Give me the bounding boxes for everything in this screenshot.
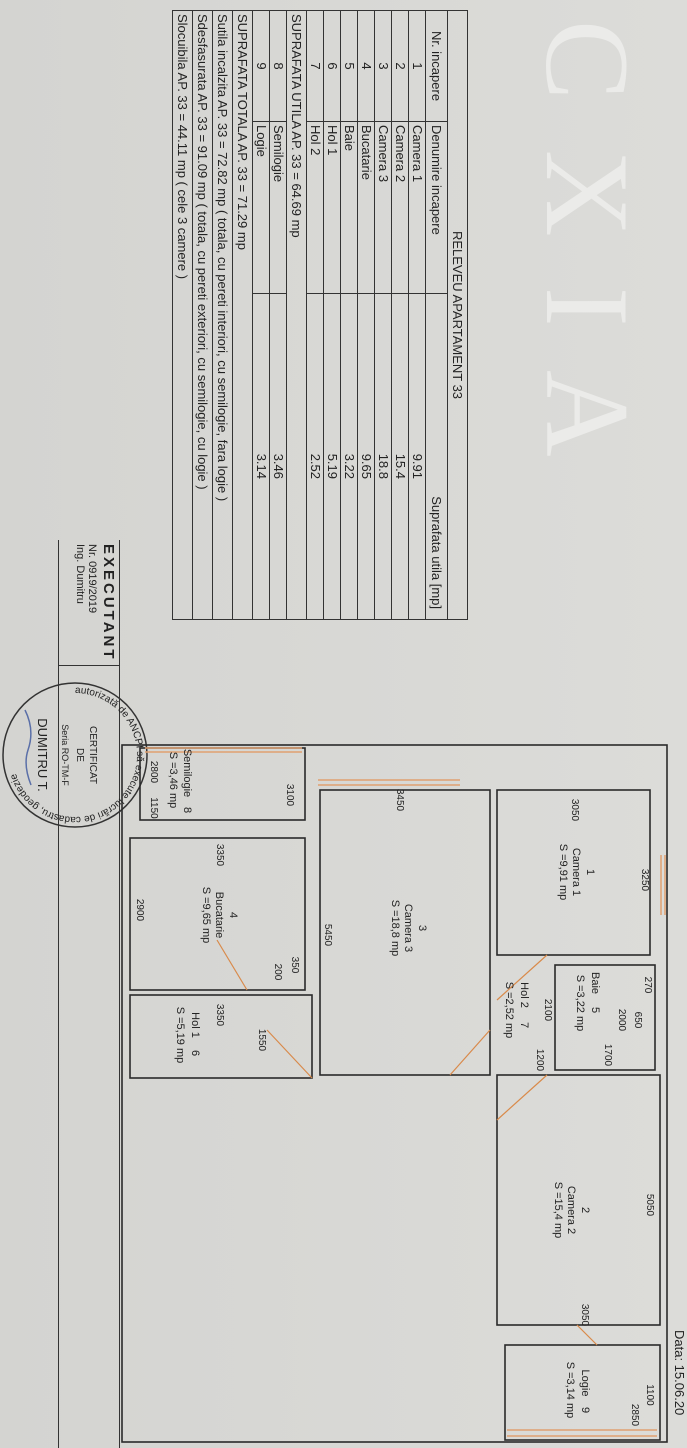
dimension-label: 2900 <box>134 899 145 922</box>
dimensions: 3050 3250 270 650 2000 1700 2100 1200 50… <box>134 761 655 1427</box>
stamp-certificat: CERTIFICAT <box>87 726 98 784</box>
room-name: Hol 1 <box>189 1012 201 1038</box>
room-camera-2 <box>496 1074 661 1326</box>
room-camera-1 <box>496 789 651 956</box>
dimension-label: 5050 <box>644 1194 655 1217</box>
dimension-label: 1700 <box>602 1044 613 1067</box>
room-name: Bucatarie <box>213 892 225 938</box>
room-num: 7 <box>518 1022 530 1028</box>
dimension-label: 650 <box>632 1012 643 1029</box>
room-camera-3 <box>319 789 491 1076</box>
dimension-label: 1200 <box>534 1049 545 1072</box>
room-num: 8 <box>181 807 193 813</box>
dimension-label: 1150 <box>148 797 159 819</box>
room-area: S =18,8 mp <box>389 900 401 957</box>
dimension-label: 3350 <box>214 1004 225 1027</box>
dimension-label: 3050 <box>579 1304 590 1327</box>
dimension-label: 2100 <box>542 999 553 1022</box>
stamp-series: Seria RO-TM-F <box>60 724 70 786</box>
dimension-label: 3350 <box>214 844 225 867</box>
room-baie <box>554 964 656 1071</box>
room-name: Camera 2 <box>565 1186 577 1234</box>
dimension-label: 3100 <box>284 784 295 807</box>
room-logie <box>504 1344 661 1441</box>
dimension-label: 200 <box>272 964 283 981</box>
room-area: S =3,46 mp <box>167 752 179 809</box>
room-num: 3 <box>416 925 428 931</box>
room-area: S =5,19 mp <box>174 1007 186 1064</box>
room-hol-1 <box>129 994 313 1079</box>
room-num: 2 <box>579 1207 591 1213</box>
room-num: 1 <box>584 869 596 875</box>
room-bucatarie <box>129 837 306 991</box>
stamp-de: DE <box>74 748 85 762</box>
dimension-label: 2800 <box>148 761 159 784</box>
room-area: S =9,91 mp <box>557 844 569 901</box>
room-name: Hol 2 <box>518 982 530 1008</box>
dimension-label: 3450 <box>394 789 405 812</box>
windows <box>145 747 666 1437</box>
stamp-name: DUMITRU T. <box>35 718 50 791</box>
dimension-label: 3050 <box>569 799 580 822</box>
room-num: 4 <box>227 912 239 918</box>
room-name: Logie <box>579 1370 591 1397</box>
room-area: S =3,14 mp <box>564 1362 576 1419</box>
room-semilogie <box>139 747 306 821</box>
dimension-label: 1100 <box>644 1384 655 1406</box>
room-area: S =15,4 mp <box>552 1182 564 1239</box>
room-name: Camera 3 <box>402 904 414 952</box>
room-area: S =2,52 mp <box>503 982 515 1039</box>
door-swings <box>216 939 598 1346</box>
room-name: Semilogie <box>181 749 193 797</box>
signature <box>24 709 32 786</box>
room-num: 9 <box>579 1407 591 1413</box>
dimension-label: 350 <box>289 957 300 974</box>
room-area: S =9,65 mp <box>200 887 212 944</box>
dimension-label: 2000 <box>616 1009 627 1032</box>
dimension-label: 3250 <box>639 869 650 892</box>
dimension-label: 270 <box>642 977 653 994</box>
dimension-label: 2850 <box>629 1404 640 1427</box>
room-num: 5 <box>589 1007 601 1013</box>
room-num: 6 <box>189 1050 201 1056</box>
outer-wall <box>121 744 668 1443</box>
room-area: S =3,22 mp <box>574 975 586 1032</box>
room-name: Camera 1 <box>570 848 582 896</box>
dimension-label: 1550 <box>256 1029 267 1052</box>
dimension-label: 5450 <box>322 924 333 947</box>
room-name: Baie <box>589 972 601 994</box>
